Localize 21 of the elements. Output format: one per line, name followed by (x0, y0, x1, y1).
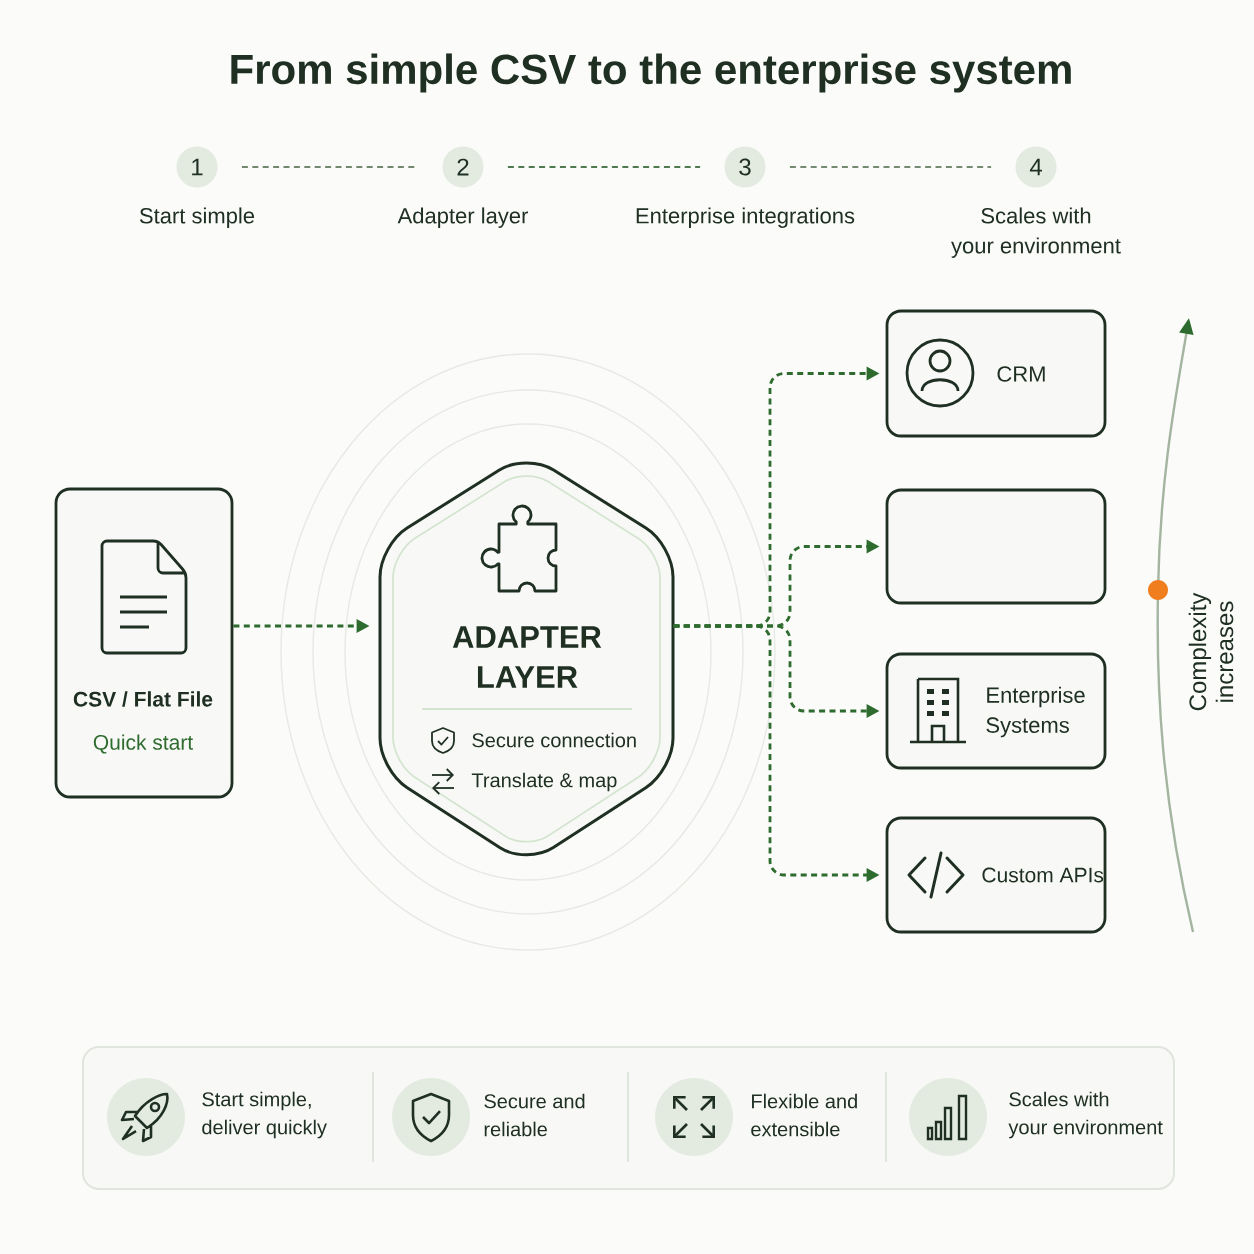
step-label: Adapter layer (397, 207, 529, 228)
card-label: Custom APIs (982, 867, 1104, 883)
title: From simple CSV to the enterprise system (231, 53, 1071, 93)
dashed-line (789, 165, 992, 169)
card-subtitle: Quick start (93, 734, 193, 754)
feature-text: Scales with your environment (1008, 1091, 1163, 1139)
dashed-line (507, 165, 701, 169)
axis-label: Complexity increases (1188, 592, 1234, 711)
step-label: Enterprise integrations (636, 207, 855, 228)
card-label: Enterprise Systems (986, 686, 1085, 738)
card-title: CSV / Flat File (73, 691, 213, 707)
feature-text: Start simple, deliver quickly (202, 1091, 327, 1139)
card-label: CRM (997, 366, 1045, 382)
feature-text: Secure and reliable (484, 1093, 585, 1137)
feature-text: Secure connection (472, 732, 636, 748)
card (885, 488, 1107, 605)
step-label: Start simple (139, 207, 255, 228)
feature-text: Translate & map (471, 772, 617, 792)
node-title: ADAPTER LAYER (452, 626, 602, 688)
step-label: Scales with your environment (951, 207, 1121, 258)
feature-text: Flexible and extensible (751, 1093, 857, 1137)
